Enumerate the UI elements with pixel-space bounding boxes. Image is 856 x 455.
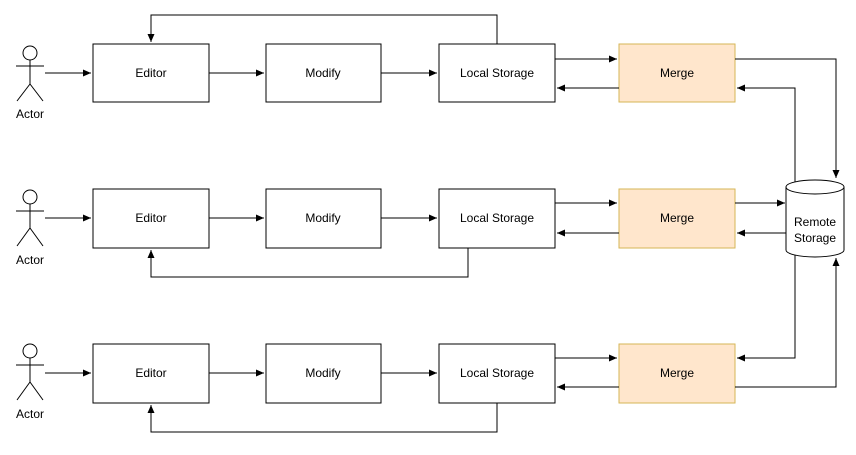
local-storage-box-1[interactable]: Local Storage (438, 43, 556, 103)
local-storage-label: Local Storage (460, 366, 534, 380)
edge-remote-to-merge-1 (737, 84, 796, 185)
editor-label: Editor (135, 366, 166, 380)
merge-label: Merge (660, 211, 694, 225)
modify-box-3[interactable]: Modify (265, 343, 382, 404)
modify-box-1[interactable]: Modify (265, 43, 382, 103)
merge-box-1[interactable]: Merge (618, 43, 736, 103)
merge-box-2[interactable]: Merge (618, 188, 736, 249)
editor-label: Editor (135, 211, 166, 225)
local-storage-box-2[interactable]: Local Storage (438, 188, 556, 249)
edge-merge-to-remote-3 (735, 258, 840, 388)
edge-remote-to-merge-3 (737, 250, 796, 362)
actor-3: Actor (16, 343, 44, 421)
merge-label: Merge (660, 66, 694, 80)
actor-2: Actor (16, 189, 44, 267)
actor-1: Actor (16, 45, 44, 121)
editor-box-1[interactable]: Editor (92, 43, 210, 103)
edge-local-feedback-3 (147, 403, 498, 433)
modify-label: Modify (305, 66, 340, 80)
editor-box-3[interactable]: Editor (92, 343, 210, 404)
edge-local-feedback-1 (147, 14, 498, 44)
merge-box-3[interactable]: Merge (618, 343, 736, 404)
local-storage-label: Local Storage (460, 66, 534, 80)
remote-storage-label-line1: Remote (794, 215, 836, 229)
modify-box-2[interactable]: Modify (265, 188, 382, 249)
remote-storage-label-line2: Storage (794, 231, 836, 245)
remote-storage-cylinder[interactable]: Remote Storage (785, 179, 845, 258)
actor-label: Actor (16, 253, 44, 267)
local-storage-box-3[interactable]: Local Storage (438, 343, 556, 404)
merge-label: Merge (660, 366, 694, 380)
actor-label: Actor (16, 107, 44, 121)
edge-local-feedback-2 (147, 248, 469, 278)
actor-label: Actor (16, 407, 44, 421)
modify-label: Modify (305, 366, 340, 380)
local-storage-label: Local Storage (460, 211, 534, 225)
editor-box-2[interactable]: Editor (92, 188, 210, 249)
modify-label: Modify (305, 211, 340, 225)
editor-label: Editor (135, 66, 166, 80)
edge-merge-to-remote-1 (735, 58, 840, 178)
